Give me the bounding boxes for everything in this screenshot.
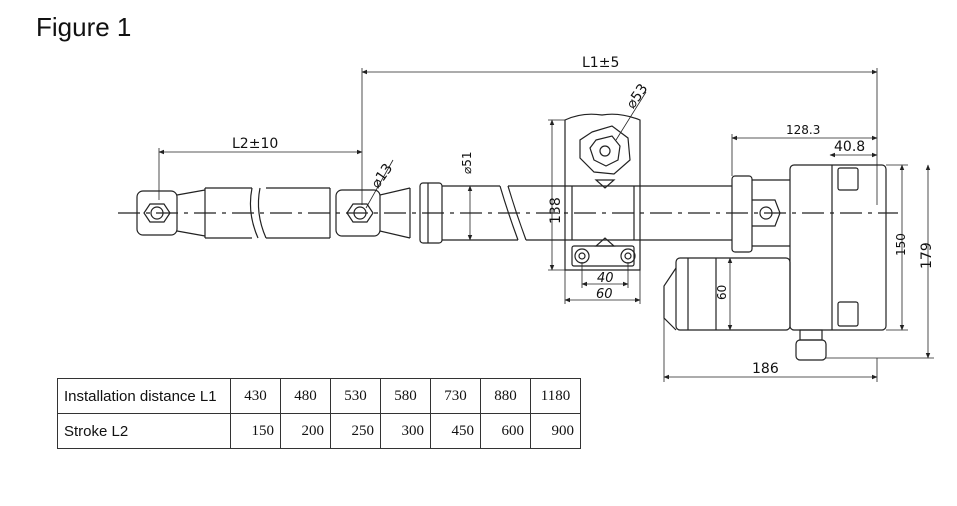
spec-table: Installation distance L1 430 480 530 580… (57, 378, 581, 449)
collar (419, 182, 443, 244)
dim-60-bracket: 60 (596, 287, 613, 302)
dim-40-8: 40.8 (834, 139, 865, 155)
dim-179: 179 (919, 242, 935, 269)
motor (675, 257, 791, 331)
dim-138: 138 (548, 197, 564, 224)
dim-186: 186 (752, 361, 779, 377)
table-cell: 880 (480, 378, 531, 414)
motor-collar (731, 175, 753, 253)
table-cell: 600 (480, 413, 531, 449)
table-cell: 250 (330, 413, 381, 449)
dim-d51: ⌀51 (460, 152, 474, 175)
dim-l2: L2±10 (232, 136, 278, 152)
dim-128-3: 128.3 (786, 123, 820, 137)
row-label: Installation distance L1 (57, 378, 231, 414)
table-cell: 300 (380, 413, 431, 449)
table-cell: 150 (230, 413, 281, 449)
table-cell: 900 (530, 413, 581, 449)
cable-gland (795, 339, 827, 361)
row-label: Stroke L2 (57, 413, 231, 449)
table-cell: 450 (430, 413, 481, 449)
retracted-rod-eye (335, 189, 381, 237)
table-row: Stroke L2 150 200 250 300 450 600 900 (57, 413, 581, 449)
table-cell: 430 (230, 378, 281, 414)
mounting-bracket (564, 113, 641, 271)
dim-40-bracket: 40 (597, 271, 614, 286)
table-cell: 530 (330, 378, 381, 414)
table-cell: 200 (280, 413, 331, 449)
dim-l1: L1±5 (582, 55, 619, 71)
left-rod-eye (136, 190, 178, 236)
table-cell: 1180 (530, 378, 581, 414)
dim-150: 150 (894, 233, 908, 256)
table-cell: 480 (280, 378, 331, 414)
table-cell: 580 (380, 378, 431, 414)
figure-title: Figure 1 (36, 12, 132, 42)
dim-d53: ⌀53 (623, 81, 651, 112)
dim-60-motor: 60 (715, 285, 729, 300)
gearbox-housing (789, 164, 887, 331)
dim-d13: ⌀13 (368, 161, 396, 192)
table-row: Installation distance L1 430 480 530 580… (57, 378, 581, 414)
table-cell: 730 (430, 378, 481, 414)
